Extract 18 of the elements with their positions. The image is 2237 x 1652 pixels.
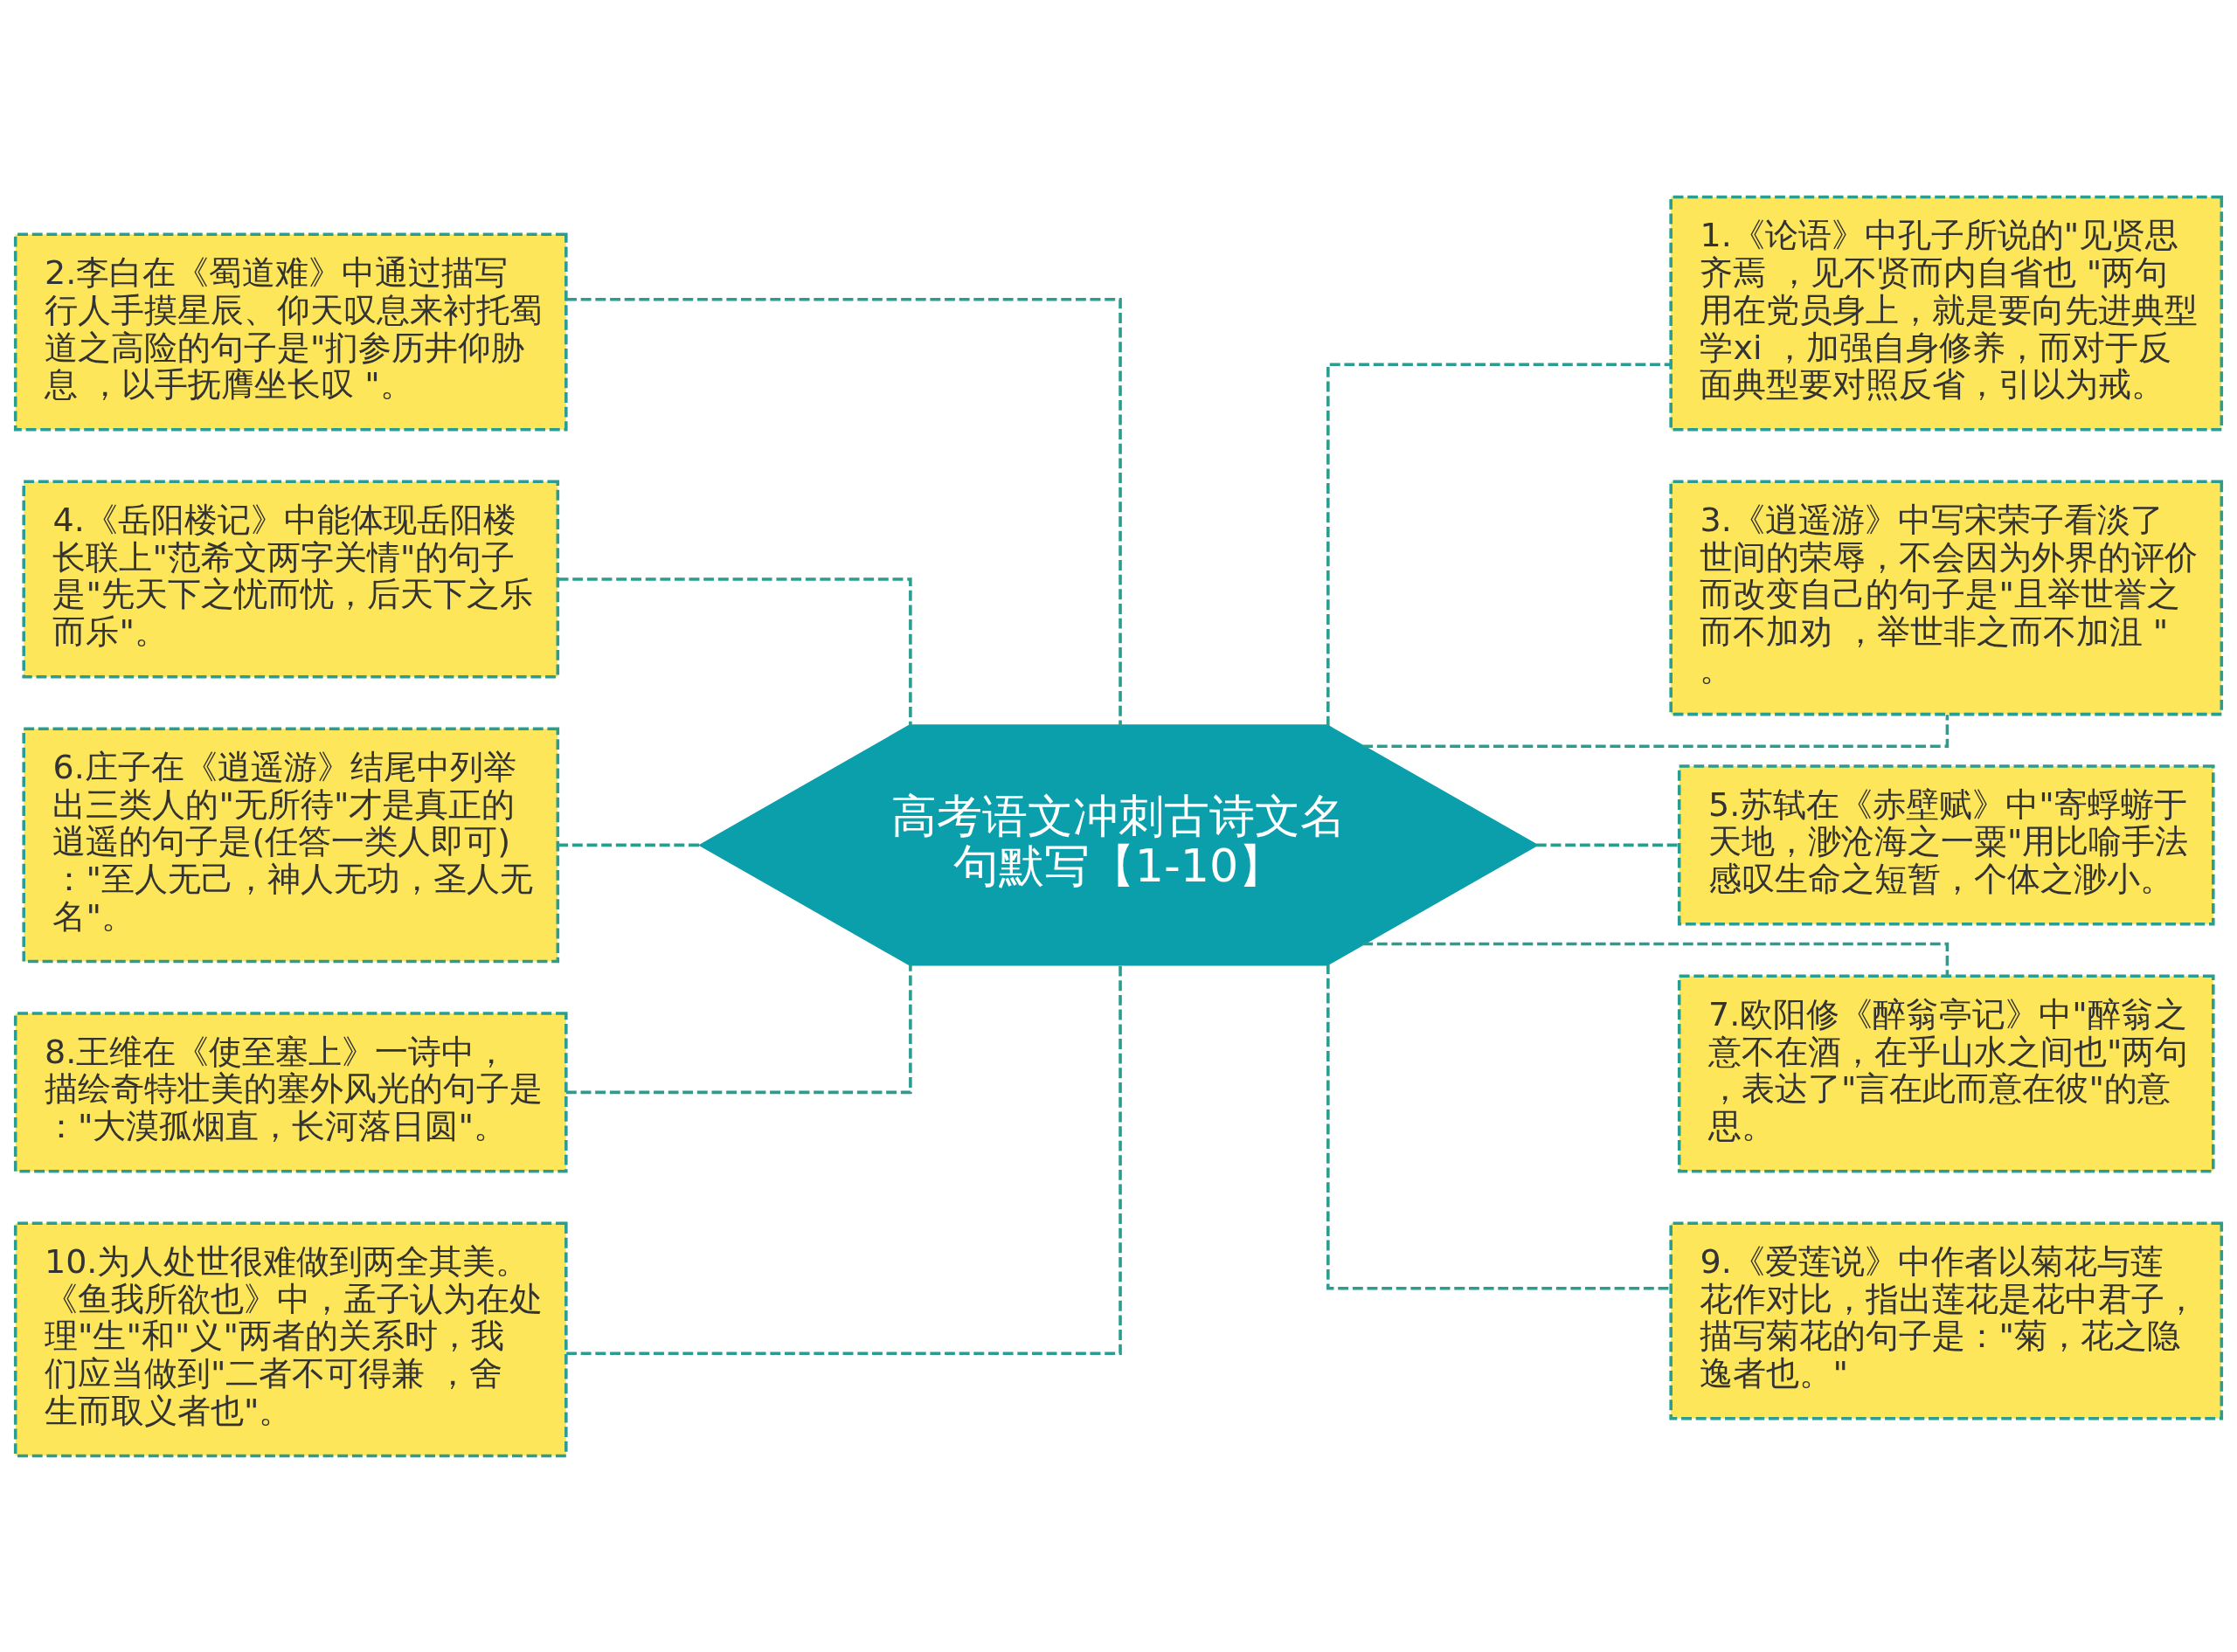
node-box: 2.李白在《蜀道难》中通过描写行人手摸星辰、仰天叹息来衬托蜀道之高险的句子是"扪参历井仰胁息 ，以手抚膺坐长叹 "。	[13, 232, 568, 432]
node-box: 9.《爱莲说》中作者以菊花与莲花作对比，指出莲花是花中君子，描写菊花的句子是："菊，花之隐逸者也。"	[1669, 1220, 2224, 1420]
node-box: 8.王维在《使至塞上》一诗中，描绘奇特壮美的塞外风光的句子是："大漠孤烟直，长河落日圆"。	[13, 1011, 568, 1172]
connector	[1326, 963, 1671, 1289]
node-box: 7.欧阳修《醉翁亭记》中"醉翁之意不在酒，在乎山水之间也"两句，表达了"言在此而意在彼"的意思。	[1677, 973, 2215, 1172]
connector	[565, 964, 912, 1094]
connector	[1535, 843, 1679, 847]
connector	[566, 297, 1122, 726]
node-box: 1.《论语》中孔子所说的"见贤思齐焉 ，见不贤而内自省也 "两句用在党员身上，就是要向先进典型学xi ，加强自身修养，而对于反面典型要对照反省，引以为戒。	[1669, 195, 2224, 432]
node-box: 6.庄子在《逍遥游》结尾中列举出三类人的"无所待"才是真正的逍遥的句子是(任答一类人即可)："至人无己，神人无功，圣人无名"。	[22, 726, 560, 963]
connector	[1326, 363, 1671, 726]
node-box: 10.为人处世很难做到两全其美。《鱼我所欲也》中，孟子认为在处理"生"和"义"两者的关系时，我们应当做到"二者不可得兼 ，舍生而取义者也"。	[13, 1220, 568, 1457]
node-box: 5.苏轼在《赤壁赋》中"寄蜉蝣于天地，渺沧海之一粟"用比喻手法感叹生命之短暂，个体之渺小。	[1677, 764, 2215, 926]
node-box: 3.《逍遥游》中写宋荣子看淡了世间的荣辱，不会因为外界的评价而改变自己的句子是"且举世誉之而不加劝 ，举世非之而不加沮 "。	[1669, 480, 2224, 715]
connector	[558, 577, 912, 726]
connector	[566, 964, 1122, 1355]
connector	[558, 843, 702, 847]
node-box: 4.《岳阳楼记》中能体现岳阳楼长联上"范希文两字关情"的句子是"先天下之忧而忧，后天下之乐而乐"。	[22, 480, 560, 679]
